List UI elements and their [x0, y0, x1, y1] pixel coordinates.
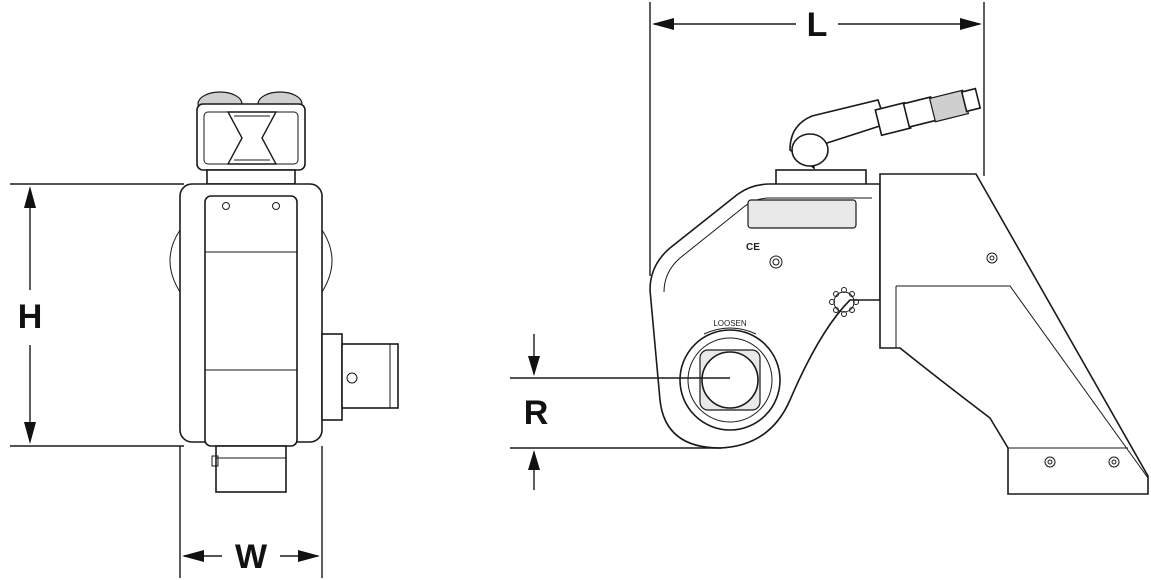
front-view-drawing	[169, 91, 399, 493]
width-dimension	[179, 446, 323, 578]
width-label: W	[235, 538, 268, 576]
side-view-drawing: CE LOOSEN	[649, 87, 1149, 495]
height-label: H	[18, 298, 43, 336]
length-label: L	[807, 6, 828, 44]
side-drive-socket	[679, 327, 781, 431]
ce-mark-label: CE	[746, 242, 760, 253]
front-square-drive	[321, 333, 399, 421]
length-dimension	[649, 2, 985, 276]
radius-dimension	[510, 334, 730, 490]
front-housing	[169, 183, 333, 493]
radius-label: R	[524, 394, 549, 432]
side-hose-coupler	[775, 87, 982, 187]
side-reaction-arm	[879, 173, 1149, 495]
side-gear-rosette	[829, 287, 859, 317]
loosen-label: LOOSEN	[713, 319, 747, 328]
front-swivel-coupler	[196, 91, 306, 185]
height-dimension	[10, 183, 184, 447]
